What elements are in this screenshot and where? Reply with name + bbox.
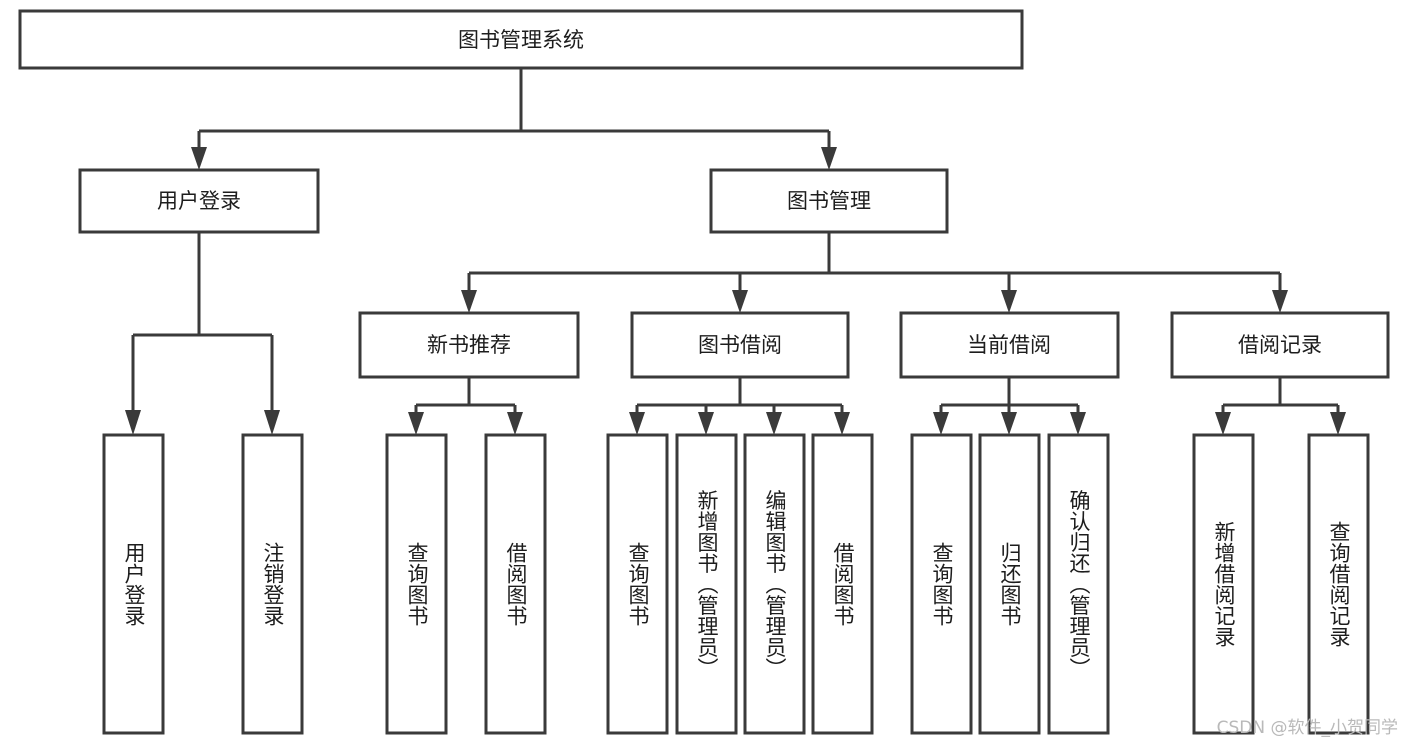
leaf-add-record[interactable]: 新增借阅记录 (1192, 433, 1255, 735)
arrow-head-icon (264, 410, 280, 435)
node-root[interactable]: 图书管理系统 (18, 9, 1024, 70)
arrow-head-icon (933, 412, 949, 435)
node-user-login-box[interactable] (78, 168, 320, 234)
leaf-user-login-box[interactable] (102, 433, 165, 735)
leaf-add-book-box[interactable] (675, 433, 738, 735)
leaf-logout-login-box[interactable] (241, 433, 304, 735)
leaf-query-book-3-box[interactable] (910, 433, 973, 735)
watermark-label: CSDN @软件_小贺同学 (1217, 718, 1398, 738)
arrow-head-icon (1001, 412, 1017, 435)
arrow-head-icon (1001, 290, 1017, 313)
arrow-head-icon (507, 412, 523, 435)
leaf-query-record-box[interactable] (1307, 433, 1370, 735)
leaf-edit-book-box[interactable] (743, 433, 806, 735)
node-current-borrow-label: 当前借阅 (967, 333, 1051, 357)
arrow-head-icon (834, 412, 850, 435)
leaf-logout-login-label: 注销登录 (261, 542, 285, 626)
leaf-borrow-book-2-box[interactable] (811, 433, 874, 735)
leaf-query-book-1-box[interactable] (385, 433, 448, 735)
leaf-logout-login[interactable]: 注销登录 (241, 433, 304, 735)
node-book-management-box[interactable] (709, 168, 949, 234)
leaf-query-book-3[interactable]: 查询图书 (910, 433, 973, 735)
arrow-head-icon (766, 412, 782, 435)
leaf-query-book-2[interactable]: 查询图书 (606, 433, 669, 735)
leaf-user-login-label: 用户登录 (122, 542, 146, 626)
leaf-confirm-return-box[interactable] (1047, 433, 1110, 735)
node-book-borrow-label: 图书借阅 (698, 333, 782, 357)
connector-layer (125, 68, 1346, 435)
leaf-borrow-book-1-label: 借阅图书 (504, 542, 528, 626)
arrow-head-icon (191, 147, 207, 170)
arrow-head-icon (629, 412, 645, 435)
leaf-query-book-2-label: 查询图书 (626, 542, 650, 626)
leaf-confirm-return-label: 确认归还（管理员） (1067, 490, 1091, 679)
arrow-head-icon (461, 290, 477, 313)
arrow-head-icon (408, 412, 424, 435)
leaf-borrow-book-1[interactable]: 借阅图书 (484, 433, 547, 735)
arrow-head-icon (698, 412, 714, 435)
leaf-query-record[interactable]: 查询借阅记录 (1307, 433, 1370, 735)
node-book-borrow-box[interactable] (630, 311, 850, 379)
leaf-return-book[interactable]: 归还图书 (978, 433, 1041, 735)
arrow-head-icon (1215, 412, 1231, 435)
leaf-query-book-1-label: 查询图书 (405, 542, 429, 626)
node-current-borrow[interactable]: 当前借阅 (899, 311, 1120, 379)
arrow-head-icon (1272, 290, 1288, 313)
leaf-query-book-1[interactable]: 查询图书 (385, 433, 448, 735)
leaf-borrow-book-2-label: 借阅图书 (831, 542, 855, 626)
leaf-add-book[interactable]: 新增图书（管理员） (675, 433, 738, 735)
arrow-head-icon (125, 410, 141, 435)
node-borrow-record[interactable]: 借阅记录 (1170, 311, 1390, 379)
leaf-query-book-2-box[interactable] (606, 433, 669, 735)
arrow-head-icon (732, 290, 748, 313)
leaf-borrow-book-2[interactable]: 借阅图书 (811, 433, 874, 735)
node-current-borrow-box[interactable] (899, 311, 1120, 379)
node-new-book-recommend[interactable]: 新书推荐 (358, 311, 580, 379)
node-new-book-recommend-box[interactable] (358, 311, 580, 379)
node-user-login[interactable]: 用户登录 (78, 168, 320, 234)
leaf-confirm-return[interactable]: 确认归还（管理员） (1047, 433, 1110, 735)
leaf-add-record-label: 新增借阅记录 (1212, 521, 1236, 647)
leaf-return-book-label: 归还图书 (998, 542, 1022, 626)
leaf-return-book-box[interactable] (978, 433, 1041, 735)
node-root-box[interactable] (18, 9, 1024, 70)
leaf-user-login[interactable]: 用户登录 (102, 433, 165, 735)
arrow-head-icon (1070, 412, 1086, 435)
node-root-label: 图书管理系统 (458, 28, 584, 52)
leaf-query-book-3-label: 查询图书 (930, 542, 954, 626)
arrow-head-icon (1330, 412, 1346, 435)
leaf-borrow-book-1-box[interactable] (484, 433, 547, 735)
leaf-add-book-label: 新增图书（管理员） (695, 490, 719, 679)
leaf-query-record-label: 查询借阅记录 (1327, 521, 1351, 647)
node-new-book-recommend-label: 新书推荐 (427, 333, 511, 357)
node-book-management-label: 图书管理 (787, 189, 871, 213)
leaf-edit-book[interactable]: 编辑图书（管理员） (743, 433, 806, 735)
leaf-edit-book-label: 编辑图书（管理员） (763, 490, 787, 679)
node-user-login-label: 用户登录 (157, 189, 241, 213)
node-book-management[interactable]: 图书管理 (709, 168, 949, 234)
node-borrow-record-box[interactable] (1170, 311, 1390, 379)
arrow-head-icon (821, 147, 837, 170)
node-book-borrow[interactable]: 图书借阅 (630, 311, 850, 379)
leaf-add-record-box[interactable] (1192, 433, 1255, 735)
node-borrow-record-label: 借阅记录 (1238, 333, 1322, 357)
